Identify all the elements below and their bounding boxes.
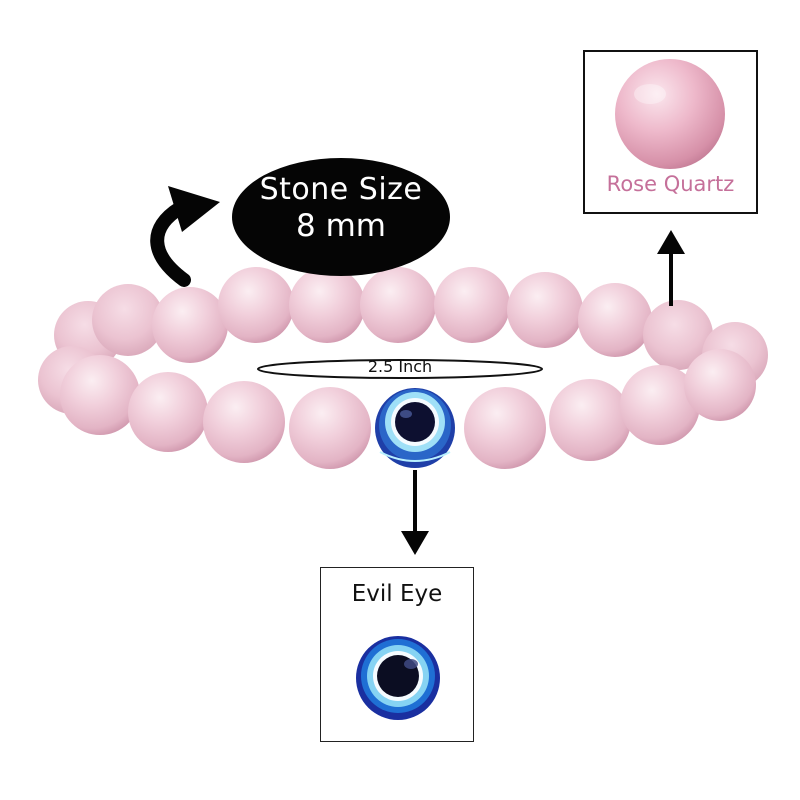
stone-size-value: 8 mm bbox=[296, 208, 386, 244]
arrow-up-icon bbox=[657, 230, 685, 306]
bead bbox=[464, 387, 546, 469]
stone-size-label: Stone Size bbox=[259, 172, 423, 207]
front-bead-row bbox=[38, 346, 756, 469]
back-bead-row bbox=[54, 267, 768, 388]
evil-eye-bead bbox=[375, 388, 455, 468]
rose-quartz-inset: Rose Quartz bbox=[583, 50, 758, 214]
bead bbox=[203, 381, 285, 463]
bead bbox=[549, 379, 631, 461]
diameter-label: 2.5 Inch bbox=[367, 357, 433, 376]
bead bbox=[434, 267, 510, 343]
bead bbox=[218, 267, 294, 343]
diameter-indicator bbox=[257, 359, 543, 379]
curved-arrow-icon bbox=[150, 186, 220, 287]
bead bbox=[643, 300, 713, 370]
bead bbox=[92, 284, 164, 356]
stone-size-callout: Stone Size 8 mm bbox=[232, 158, 450, 276]
evil-eye-caption: Evil Eye bbox=[351, 581, 443, 607]
bead bbox=[289, 267, 365, 343]
bead bbox=[128, 372, 208, 452]
bead bbox=[507, 272, 583, 348]
bead bbox=[289, 387, 371, 469]
rose-quartz-caption: Rose Quartz bbox=[606, 172, 735, 196]
arrow-down-icon bbox=[401, 470, 429, 555]
bead bbox=[684, 349, 756, 421]
evil-eye-inset: Evil Eye bbox=[320, 567, 474, 742]
bead bbox=[60, 355, 140, 435]
bead bbox=[360, 267, 436, 343]
bead bbox=[578, 283, 652, 357]
bead bbox=[620, 365, 700, 445]
bead bbox=[152, 287, 228, 363]
